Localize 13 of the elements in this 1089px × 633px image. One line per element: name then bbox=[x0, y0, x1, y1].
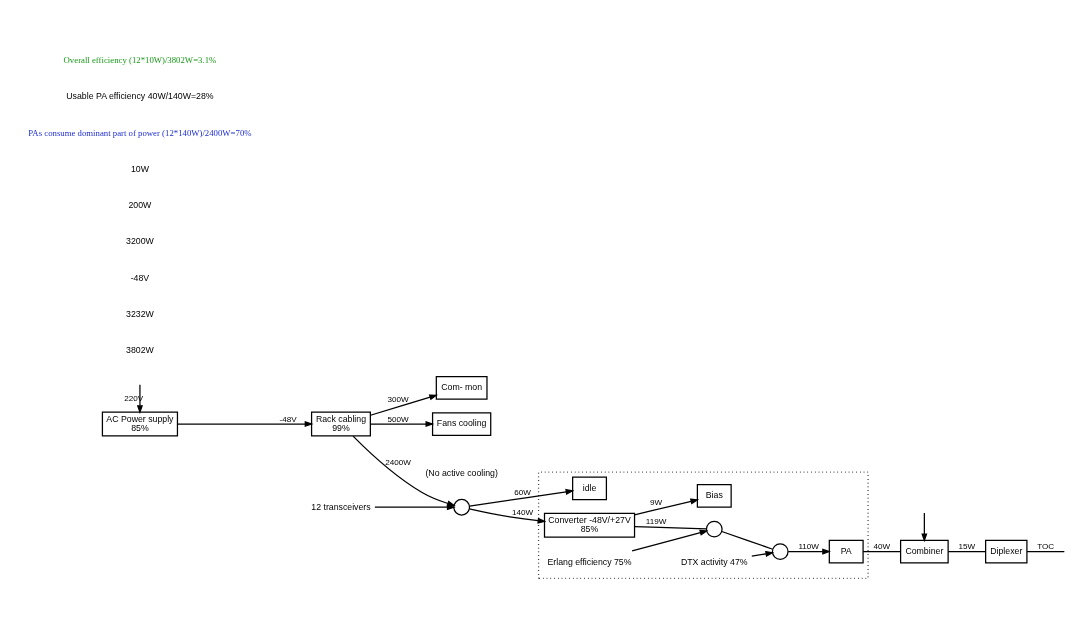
label: 3802W bbox=[126, 345, 154, 356]
label: Overall efficiency (12*10W)/3802W=3.1% bbox=[63, 55, 217, 66]
label: 10W bbox=[130, 163, 149, 174]
node-text: Erlang efficiency 75% bbox=[547, 556, 632, 567]
label: PAs consume dominant part of power (12*140W)/2400W=70% bbox=[28, 127, 252, 138]
label: -48V bbox=[130, 272, 150, 283]
label: Usable PA efficiency 40W/140W=28% bbox=[66, 91, 214, 102]
label: 3200W bbox=[126, 236, 154, 247]
label: 3232W bbox=[126, 308, 154, 319]
node-text: DTX activity 47% bbox=[680, 556, 748, 567]
label: 200W bbox=[128, 200, 152, 211]
node-label: (No active cooling) bbox=[425, 468, 498, 479]
node-text: 12 transceivers bbox=[311, 501, 371, 512]
